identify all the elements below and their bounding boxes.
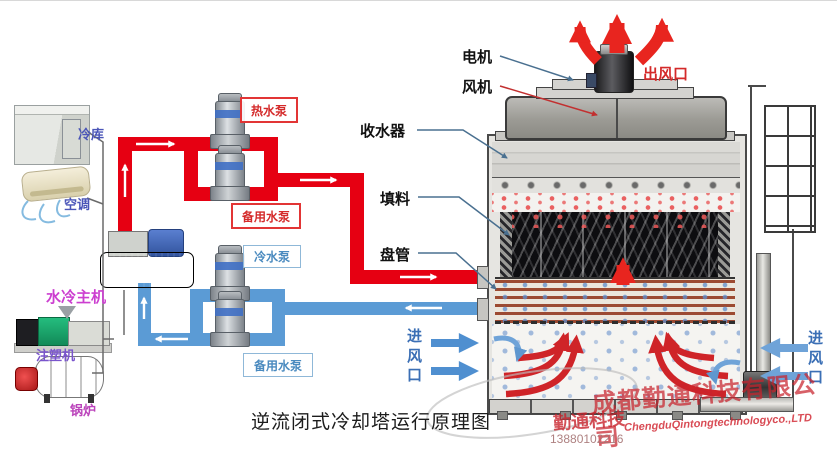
hot-pipe-riser-from-chiller (118, 147, 132, 241)
cold-water-pump-label: 冷水泵 (243, 245, 301, 268)
hot-backup-pump (210, 145, 250, 203)
chiller-unit (100, 252, 194, 288)
tower-foot (560, 411, 571, 420)
motor-label: 电机 (462, 49, 493, 66)
tower-foot (616, 411, 627, 420)
water-collector-section (492, 142, 740, 178)
tower-foot (730, 411, 741, 420)
air-inlet-left-label: 进风口 (407, 328, 423, 384)
injection-machine-drive (16, 319, 40, 346)
tower-foot (672, 411, 683, 420)
injection-machine-body (38, 317, 70, 346)
air-inlet-right-label: 进风口 (808, 330, 824, 386)
hot-pipe-top-run (118, 137, 278, 151)
hot-water-pump-label-text: 热水泵 (250, 103, 287, 118)
fan-label: 风机 (462, 79, 493, 96)
pump-flange (210, 332, 250, 347)
motor-unit (594, 51, 634, 93)
cold-pump-loop-left (190, 289, 203, 346)
injection-machine-label: 注塑机 (36, 348, 76, 363)
cold-outlet-flange (477, 298, 489, 321)
ladder-bracket (748, 85, 766, 87)
cold-pipe-return-from-tower (284, 302, 486, 315)
pump-nameplate-band (215, 162, 243, 170)
air-outlet-label: 出风口 (643, 66, 689, 83)
filler-side-hatch (718, 212, 730, 277)
motor-junction-box (586, 73, 597, 88)
hot-pump-loop-left (184, 137, 198, 201)
external-vertical-pipe (756, 253, 771, 377)
ac-airflow-swirls-icon (21, 199, 71, 224)
motor-cap (600, 44, 628, 55)
fan-deck (505, 96, 727, 140)
air-conditioner-label: 空调 (64, 197, 91, 212)
air-inlet-arrow-left (431, 333, 479, 353)
coil-bottom-dashed-line (495, 321, 735, 324)
ladder-rail (750, 85, 752, 409)
ladder-frame-grid (764, 105, 816, 233)
hot-pipe-exit-run (264, 173, 364, 187)
water-collector-label: 收水器 (360, 123, 406, 140)
boiler-leg (44, 394, 50, 403)
cold-storage-unit (14, 105, 90, 165)
coil-section (495, 277, 735, 323)
spray-zone (492, 193, 740, 212)
filler-label: 填料 (380, 191, 411, 208)
rain-zone (492, 324, 740, 399)
boiler-leg (88, 394, 94, 403)
watermark-phone: 13880102216 (550, 432, 624, 446)
air-inlet-arrow-left (431, 361, 479, 381)
boiler-label: 锅炉 (70, 403, 97, 418)
pump-flange (210, 186, 250, 201)
filler-side-hatch (500, 212, 512, 277)
cold-backup-pump-label-text: 备用水泵 (253, 358, 302, 373)
injection-machine-clamp (68, 321, 110, 346)
cold-storage-door (62, 119, 81, 159)
watermark-company-en: ChengduQintongtechnologyco.,LTD (623, 412, 813, 434)
external-horizontal-pipe (700, 397, 794, 412)
spray-nozzle-rail (492, 177, 740, 195)
hot-backup-pump-label: 备用水泵 (231, 203, 301, 229)
ladder-rail (792, 229, 794, 409)
injection-machine-hopper (58, 306, 76, 319)
cold-water-pump-label-text: 冷水泵 (253, 250, 290, 264)
cold-backup-pump-label: 备用水泵 (243, 353, 313, 377)
filler-spray-droplets (500, 212, 730, 228)
hot-water-pump-label: 热水泵 (240, 97, 298, 123)
pump-nameplate-band (215, 262, 243, 270)
hot-pipe-to-tower (350, 270, 486, 284)
cold-backup-pump (210, 291, 250, 349)
hot-pump-loop-right (264, 137, 278, 201)
cold-pump-loop-right (272, 289, 285, 346)
pump-nameplate-band (215, 308, 243, 316)
diagram-title: 逆流闭式冷却塔运行原理图 (251, 412, 492, 433)
tower-foot (497, 411, 508, 420)
chiller-label: 水冷主机 (46, 289, 107, 306)
hot-backup-pump-label-text: 备用水泵 (241, 209, 290, 224)
hot-pipe-down-run (350, 173, 364, 284)
cold-storage-label: 冷库 (78, 127, 105, 142)
pump-nameplate-band (215, 110, 243, 118)
hot-inlet-flange (477, 266, 489, 289)
cold-pipe-riser-to-chiller (138, 283, 151, 346)
coil-label: 盘管 (380, 247, 411, 264)
boiler-burner (15, 367, 38, 391)
